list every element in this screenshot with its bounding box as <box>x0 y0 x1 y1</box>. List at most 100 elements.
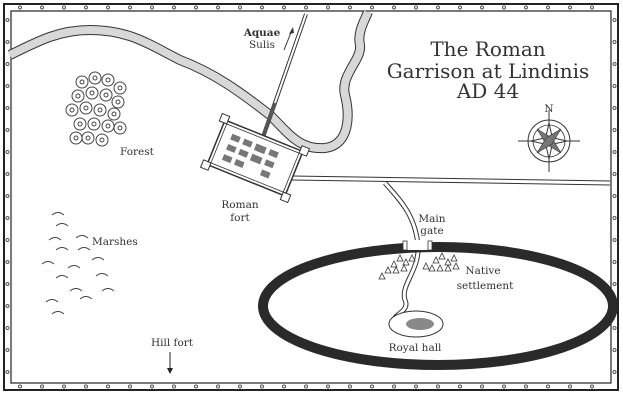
tree-icon <box>69 107 75 113</box>
border-dot <box>612 238 617 242</box>
border-dot <box>524 384 528 389</box>
hill-fort-rampart <box>258 242 618 370</box>
border-dot <box>480 5 484 10</box>
border-dot <box>5 216 10 220</box>
border-dot <box>282 384 286 389</box>
map-title-line-3: AD 44 <box>456 79 519 103</box>
marsh-icon <box>79 296 93 300</box>
marsh-icon <box>48 237 62 241</box>
hut-icon <box>390 260 398 268</box>
border-dot <box>546 5 550 10</box>
border-dot <box>84 5 88 10</box>
border-dot <box>106 5 110 10</box>
border-dot <box>612 216 617 220</box>
border-dot <box>414 5 418 10</box>
marsh-icon <box>55 223 69 227</box>
border-dot <box>348 384 352 389</box>
border-dot <box>326 5 330 10</box>
border-dot <box>546 384 550 389</box>
tree-icon <box>92 75 98 81</box>
border-dot <box>612 260 617 264</box>
hut-icon <box>392 266 400 274</box>
border-dot <box>172 384 176 389</box>
border-dot <box>5 18 10 22</box>
border-dot <box>370 5 374 10</box>
border-dot <box>5 348 10 352</box>
border-dot <box>5 106 10 110</box>
border-dot <box>458 5 462 10</box>
border-dot <box>5 326 10 330</box>
border-dot <box>612 172 617 176</box>
border-dot <box>5 194 10 198</box>
border-dot <box>5 128 10 132</box>
roman-fort-label-2: fort <box>230 212 250 224</box>
border-dot <box>128 5 132 10</box>
border-dot <box>502 5 506 10</box>
marsh-icon <box>45 299 59 303</box>
border-dot <box>524 5 528 10</box>
hut-icon <box>428 264 436 272</box>
border-dot <box>238 5 242 10</box>
tree-icon <box>111 111 117 117</box>
tree-icon <box>85 135 91 141</box>
border-dot <box>612 62 617 66</box>
border-dot <box>84 384 88 389</box>
tree-icon <box>77 121 83 127</box>
marshes <box>41 212 115 315</box>
border-dot <box>194 5 198 10</box>
hut-icon <box>438 252 446 260</box>
border-dot <box>612 128 617 132</box>
map-title-line-1: The Roman <box>430 37 545 61</box>
hut-icon <box>452 262 460 270</box>
border-dot <box>612 84 617 88</box>
border-dot <box>590 5 594 10</box>
border-dot <box>436 384 440 389</box>
tree-icon <box>115 99 121 105</box>
border-dot <box>172 5 176 10</box>
border-dot <box>612 194 617 198</box>
marsh-icon <box>55 275 69 279</box>
hut-icon <box>436 264 444 272</box>
border-dot <box>612 348 617 352</box>
tree-icon <box>83 105 89 111</box>
border-dot <box>5 238 10 242</box>
marsh-icon <box>51 311 65 315</box>
marsh-icon <box>75 235 89 239</box>
road-main-gate <box>383 181 421 320</box>
border-dot <box>304 384 308 389</box>
hut-icon <box>450 254 458 262</box>
tree-icon <box>73 135 79 141</box>
hill-fort-label: Hill fort <box>151 337 194 349</box>
marsh-icon <box>51 212 65 216</box>
roman-fort-label-1: Roman <box>221 199 258 211</box>
hut-icon <box>422 262 430 270</box>
border-dot <box>612 370 617 374</box>
border-dot <box>304 5 308 10</box>
forest-label: Forest <box>120 146 155 158</box>
border-dot <box>5 172 10 176</box>
border-dot <box>612 282 617 286</box>
hut-icon <box>444 264 452 272</box>
border-dot <box>612 40 617 44</box>
native-settlement-label-2: settlement <box>457 280 515 292</box>
main-gate <box>402 240 433 251</box>
border-dot <box>5 62 10 66</box>
border-dot <box>40 5 44 10</box>
hut-icon <box>378 272 386 280</box>
border-dot <box>370 384 374 389</box>
compass-north-label: N <box>544 103 553 115</box>
border-dot <box>612 106 617 110</box>
tree-icon <box>99 137 105 143</box>
border-dot <box>392 384 396 389</box>
hut-icon <box>400 264 408 272</box>
border-dot <box>216 5 220 10</box>
border-dot <box>414 384 418 389</box>
hut-icon <box>432 256 440 264</box>
border-dot <box>480 384 484 389</box>
border-dot <box>568 384 572 389</box>
marshes-label: Marshes <box>92 236 138 248</box>
border-dot <box>5 84 10 88</box>
marsh-icon <box>95 273 109 277</box>
forest <box>65 71 127 147</box>
